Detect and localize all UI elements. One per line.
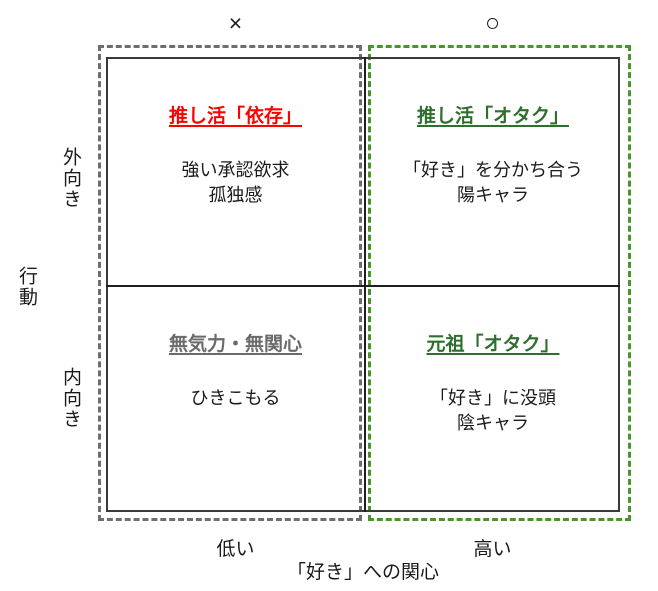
quadrant-text-line: 陽キャラ (457, 185, 529, 205)
left-column-dashed-outline (98, 45, 362, 521)
quadrant-bottom-right: 元祖「オタク」 「好き」に没頭 陰キャラ (366, 287, 620, 512)
vertical-divider (364, 57, 366, 512)
quadrant-text-line: 「好き」に没頭 (430, 388, 556, 408)
matrix-frame (106, 57, 620, 512)
y-axis-label: 行動 (16, 266, 37, 308)
quadrant-title: 無気力・無関心 (168, 334, 302, 355)
x-axis-right-label: 高い (473, 539, 512, 560)
quadrant-title: 推し活「オタク」 (416, 106, 569, 127)
quadrant-text-line: 「好き」を分かち合う (403, 160, 583, 180)
x-axis-left-label: 低い (216, 539, 255, 560)
cross-mark: × (228, 10, 243, 36)
circle-mark: ○ (484, 9, 501, 37)
quadrant-title: 推し活「依存」 (168, 106, 302, 127)
quadrant-bottom-left: 無気力・無関心 ひきこもる (106, 287, 365, 512)
quadrant-text-line: 孤独感 (208, 185, 263, 205)
y-axis-top-label: 外向き (60, 147, 81, 210)
horizontal-divider (106, 285, 620, 287)
quadrant-text-line: 強い承認欲求 (181, 160, 290, 180)
y-axis-bottom-label: 内向き (60, 367, 81, 430)
quadrant-top-left: 推し活「依存」 強い承認欲求 孤独感 (106, 57, 365, 285)
quadrant-top-right: 推し活「オタク」 「好き」を分かち合う 陽キャラ (366, 57, 620, 285)
right-column-dashed-outline (368, 45, 631, 521)
quadrant-text-line: ひきこもる (190, 388, 281, 408)
quadrant-text-line: 陰キャラ (457, 413, 529, 433)
quadrant-title: 元祖「オタク」 (426, 334, 560, 355)
x-axis-label: 「好き」への関心 (286, 562, 439, 583)
